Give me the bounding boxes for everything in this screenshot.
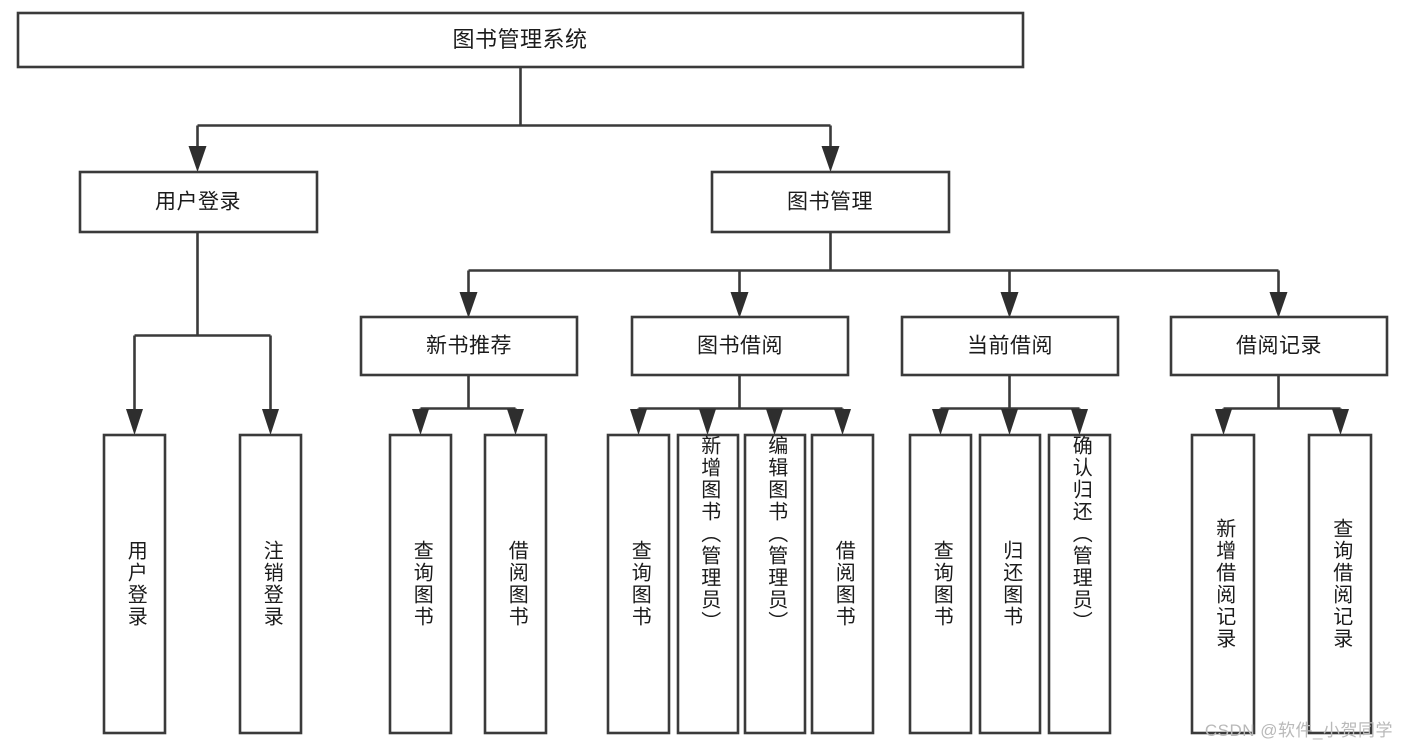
node-leaf-add-borrow-record[interactable] bbox=[1190, 433, 1256, 735]
arrow-head-current-borrow bbox=[1000, 292, 1019, 318]
node-book-management-label: 图书管理 bbox=[787, 191, 873, 214]
arrow-head-bb-leaf-3 bbox=[834, 409, 851, 435]
node-book-borrow[interactable] bbox=[630, 315, 850, 377]
node-leaf-borrow-book-bb[interactable] bbox=[810, 433, 875, 735]
node-leaf-return-book[interactable] bbox=[978, 433, 1042, 735]
node-current-borrow[interactable] bbox=[900, 315, 1120, 377]
arrow-head-book-manage bbox=[821, 146, 840, 172]
node-new-book-recommend[interactable] bbox=[359, 315, 579, 377]
arrow-head-nb-leaf-0 bbox=[412, 409, 429, 435]
node-leaf-query-book-bb[interactable] bbox=[606, 433, 671, 735]
arrow-head-nb-leaf-1 bbox=[507, 409, 524, 435]
node-leaf-borrow-book-nb[interactable] bbox=[483, 433, 548, 735]
arrow-head-br-leaf-1 bbox=[1332, 409, 1349, 435]
node-leaf-query-book-nb[interactable] bbox=[388, 433, 453, 735]
node-current-borrow-label: 当前借阅 bbox=[967, 335, 1053, 358]
arrow-head-bb-leaf-0 bbox=[630, 409, 647, 435]
node-root-book-management-system[interactable] bbox=[16, 11, 1025, 69]
node-new-book-recommend-label: 新书推荐 bbox=[426, 335, 512, 358]
node-user-login[interactable] bbox=[78, 170, 319, 234]
arrow-head-bb-leaf-2 bbox=[766, 409, 783, 435]
arrow-head-bb-leaf-1 bbox=[699, 409, 716, 435]
arrow-head-cb-leaf-1 bbox=[1001, 409, 1018, 435]
connector-layer bbox=[126, 67, 1349, 435]
node-leaf-logout[interactable] bbox=[238, 433, 303, 735]
node-book-borrow-label: 图书借阅 bbox=[697, 335, 783, 358]
node-root-label: 图书管理系统 bbox=[452, 27, 587, 52]
arrow-head-borrow-record bbox=[1269, 292, 1288, 318]
node-leaf-query-borrow-record[interactable] bbox=[1307, 433, 1373, 735]
arrow-head-user-login bbox=[188, 146, 207, 172]
arrow-head-book-borrow bbox=[730, 292, 749, 318]
arrow-head-leaf-logout bbox=[262, 409, 279, 435]
node-leaf-confirm-return-admin[interactable] bbox=[1047, 433, 1112, 735]
node-leaf-user-login[interactable] bbox=[102, 433, 167, 735]
node-leaf-add-book-admin[interactable] bbox=[676, 433, 740, 735]
node-user-login-label: 用户登录 bbox=[155, 191, 241, 214]
arrow-head-leaf-user-login bbox=[126, 409, 143, 435]
node-borrow-record-label: 借阅记录 bbox=[1236, 335, 1322, 358]
node-book-management[interactable] bbox=[710, 170, 951, 234]
node-borrow-record[interactable] bbox=[1169, 315, 1389, 377]
node-layer: 图书管理系统 用户登录 图书管理 新书推荐 图书借阅 当前借阅 借阅记录 bbox=[16, 11, 1389, 735]
arrow-head-br-leaf-0 bbox=[1215, 409, 1232, 435]
arrow-head-new-book bbox=[459, 292, 478, 318]
watermark-text: CSDN @软件_小贺同学 bbox=[1204, 721, 1393, 740]
arrow-head-cb-leaf-0 bbox=[932, 409, 949, 435]
node-leaf-edit-book-admin[interactable] bbox=[743, 433, 807, 735]
node-leaf-query-book-cb[interactable] bbox=[908, 433, 973, 735]
arrow-head-cb-leaf-2 bbox=[1071, 409, 1088, 435]
